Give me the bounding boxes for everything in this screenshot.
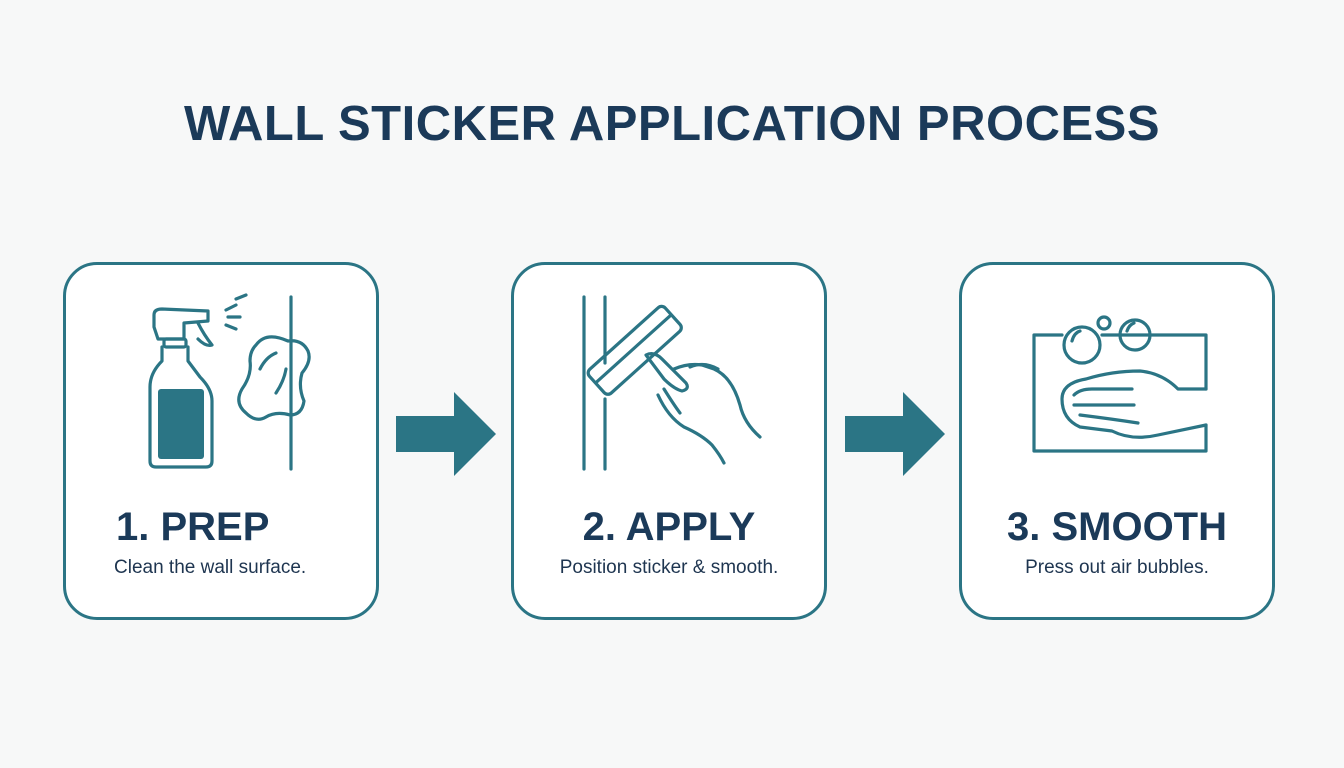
hand-bubbles-icon xyxy=(1032,315,1208,453)
step-card-apply: 2. APPLY Position sticker & smooth. xyxy=(511,262,827,620)
step-title: 1. PREP xyxy=(116,505,270,549)
hand-squeegee-icon xyxy=(582,295,762,471)
right-arrow-icon xyxy=(396,392,496,476)
right-arrow-icon xyxy=(845,392,945,476)
page-title: WALL STICKER APPLICATION PROCESS xyxy=(183,97,1161,151)
step-description: Position sticker & smooth. xyxy=(559,557,779,578)
step-title: 2. APPLY xyxy=(582,505,756,549)
spray-bottle-cloth-icon xyxy=(148,293,311,471)
step-card-prep: 1. PREP Clean the wall surface. xyxy=(63,262,379,620)
step-card-smooth: 3. SMOOTH Press out air bubbles. xyxy=(959,262,1275,620)
step-title: 3. SMOOTH xyxy=(1006,505,1228,549)
step-description: Clean the wall surface. xyxy=(114,557,307,578)
step-description: Press out air bubbles. xyxy=(1025,557,1209,578)
